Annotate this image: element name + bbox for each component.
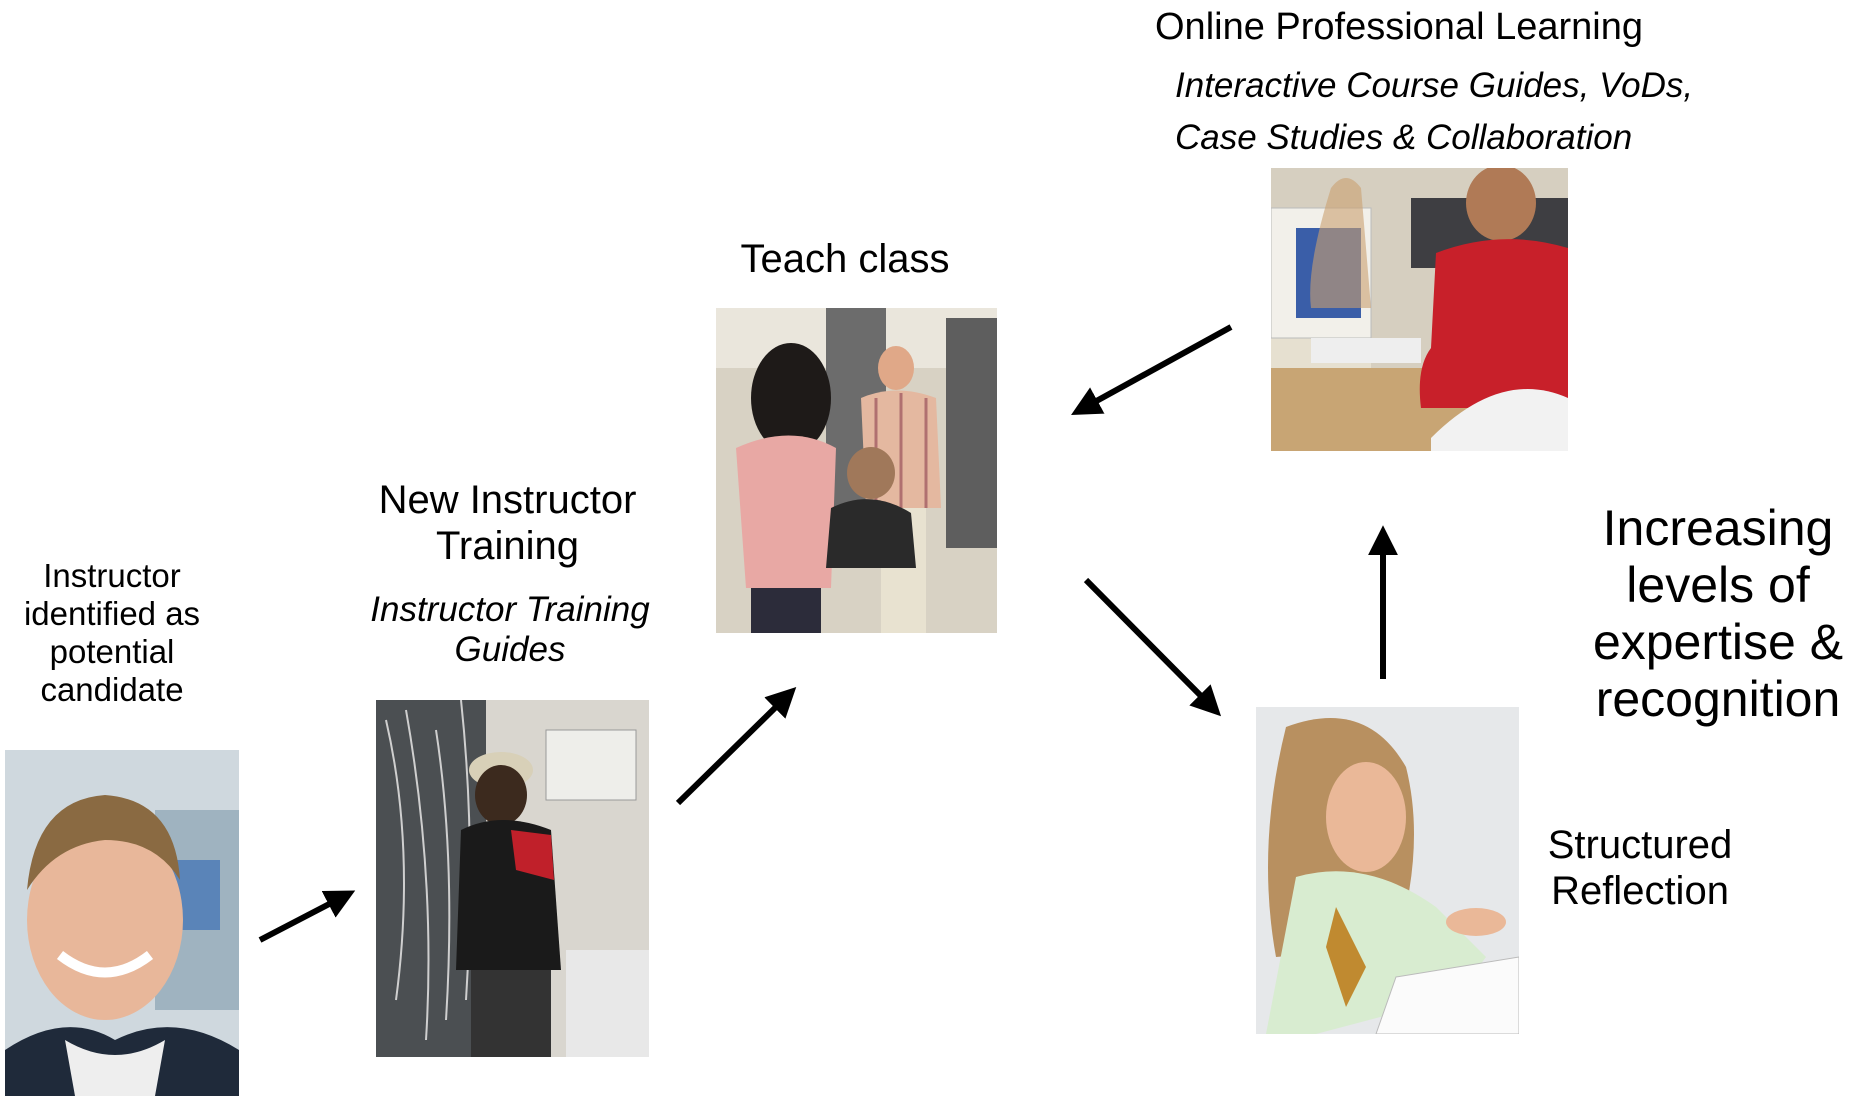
arrow-training-to-teach: [675, 687, 797, 806]
student-at-rack-icon: [376, 700, 649, 1057]
online-subtitle-line1: Interactive Course Guides, VoDs,: [1175, 66, 1694, 105]
teach-title: Teach class: [740, 237, 950, 281]
training-subtitle: Instructor Training Guides: [370, 590, 650, 670]
reflection-title-line2: Reflection: [1551, 869, 1729, 913]
training-photo: [376, 700, 649, 1057]
expertise-note-line2: levels of: [1626, 557, 1810, 613]
candidate-photo: [5, 750, 239, 1096]
online-subtitle-line2: Case Studies & Collaboration: [1175, 118, 1633, 157]
reflection-title-line1: Structured: [1547, 823, 1733, 867]
computer-lab-icon: [1271, 168, 1568, 451]
teach-label: Teach class: [710, 236, 980, 282]
online-label: Online Professional Learning: [1155, 6, 1765, 50]
reflection-label: Structured Reflection: [1530, 822, 1750, 914]
online-photo: [1271, 168, 1568, 451]
arrow-online-to-teach: [1071, 324, 1233, 415]
expertise-note: Increasing levels of expertise & recogni…: [1578, 500, 1858, 728]
training-title: New Instructor Training: [378, 478, 637, 568]
training-label: New Instructor Training: [355, 477, 660, 569]
online-title: Online Professional Learning: [1155, 6, 1643, 48]
arrow-candidate-to-training: [258, 890, 356, 943]
reflection-photo: [1256, 707, 1519, 1034]
expertise-note-line4: recognition: [1595, 671, 1841, 727]
teach-photo: [716, 308, 997, 633]
person-portrait-icon: [5, 750, 239, 1096]
candidate-label: Instructor identified as potential candi…: [0, 557, 224, 709]
expertise-note-line1: Increasing: [1602, 500, 1834, 556]
online-subtitle-label: Interactive Course Guides, VoDs, Case St…: [1175, 60, 1735, 164]
arrow-teach-to-reflection: [1083, 577, 1222, 717]
classroom-icon: [716, 308, 997, 633]
training-subtitle-label: Instructor Training Guides: [355, 590, 665, 671]
candidate-title: Instructor identified as potential candi…: [23, 557, 201, 708]
expertise-note-line3: expertise &: [1592, 614, 1844, 670]
writing-student-icon: [1256, 707, 1519, 1034]
